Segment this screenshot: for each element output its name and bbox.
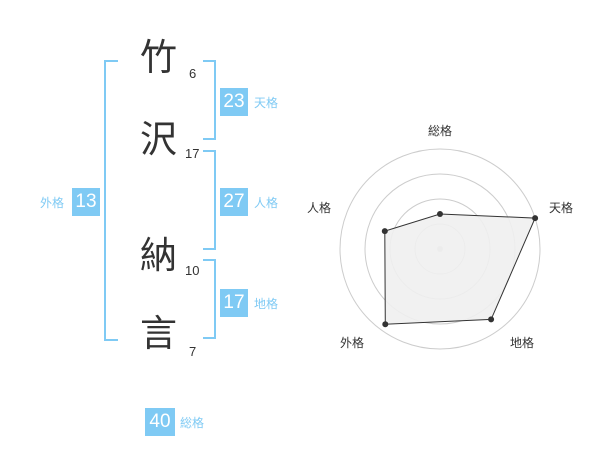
name-char-4: 言 [140, 312, 177, 355]
gaikaku-bracket [104, 60, 118, 341]
radar-point-4 [382, 321, 389, 328]
chikaku-label: 地格 [254, 297, 279, 311]
chikaku-bracket [203, 259, 216, 339]
radar-point-2 [532, 215, 539, 222]
tenkaku-label: 天格 [254, 96, 279, 110]
stroke-count-3: 10 [185, 263, 200, 278]
jinkaku-label: 人格 [254, 196, 279, 210]
jinkaku-bracket [203, 150, 216, 250]
stroke-count-1: 6 [189, 66, 197, 81]
radar-shape [384, 213, 536, 325]
radar-points [381, 211, 539, 328]
radar-label-chikaku: 地格 [510, 336, 535, 350]
tenkaku-bracket [203, 60, 216, 140]
chikaku-badge: 17 [220, 289, 248, 317]
radar-label-tenkaku: 天格 [549, 201, 574, 215]
radar-label-gaikaku: 外格 [340, 336, 365, 350]
name-char-2: 沢 [140, 118, 177, 161]
soukaku-label: 総格 [180, 416, 205, 430]
radar-label-jinkaku: 人格 [307, 201, 332, 215]
tenkaku-badge: 23 [220, 88, 248, 116]
radar-label-soukaku: 総格 [428, 124, 453, 138]
radar-point-1 [437, 211, 443, 217]
jinkaku-badge: 27 [220, 188, 248, 216]
name-char-3: 納 [140, 234, 177, 277]
radar-ring [339, 148, 541, 350]
gaikaku-badge: 13 [72, 188, 100, 216]
stroke-count-2: 17 [185, 146, 200, 161]
name-char-1: 竹 [140, 36, 177, 79]
soukaku-badge: 40 [145, 408, 175, 436]
stroke-count-4: 7 [189, 344, 197, 359]
radar-point-3 [488, 316, 495, 323]
gaikaku-label: 外格 [40, 196, 65, 210]
radar-point-5 [381, 228, 388, 235]
